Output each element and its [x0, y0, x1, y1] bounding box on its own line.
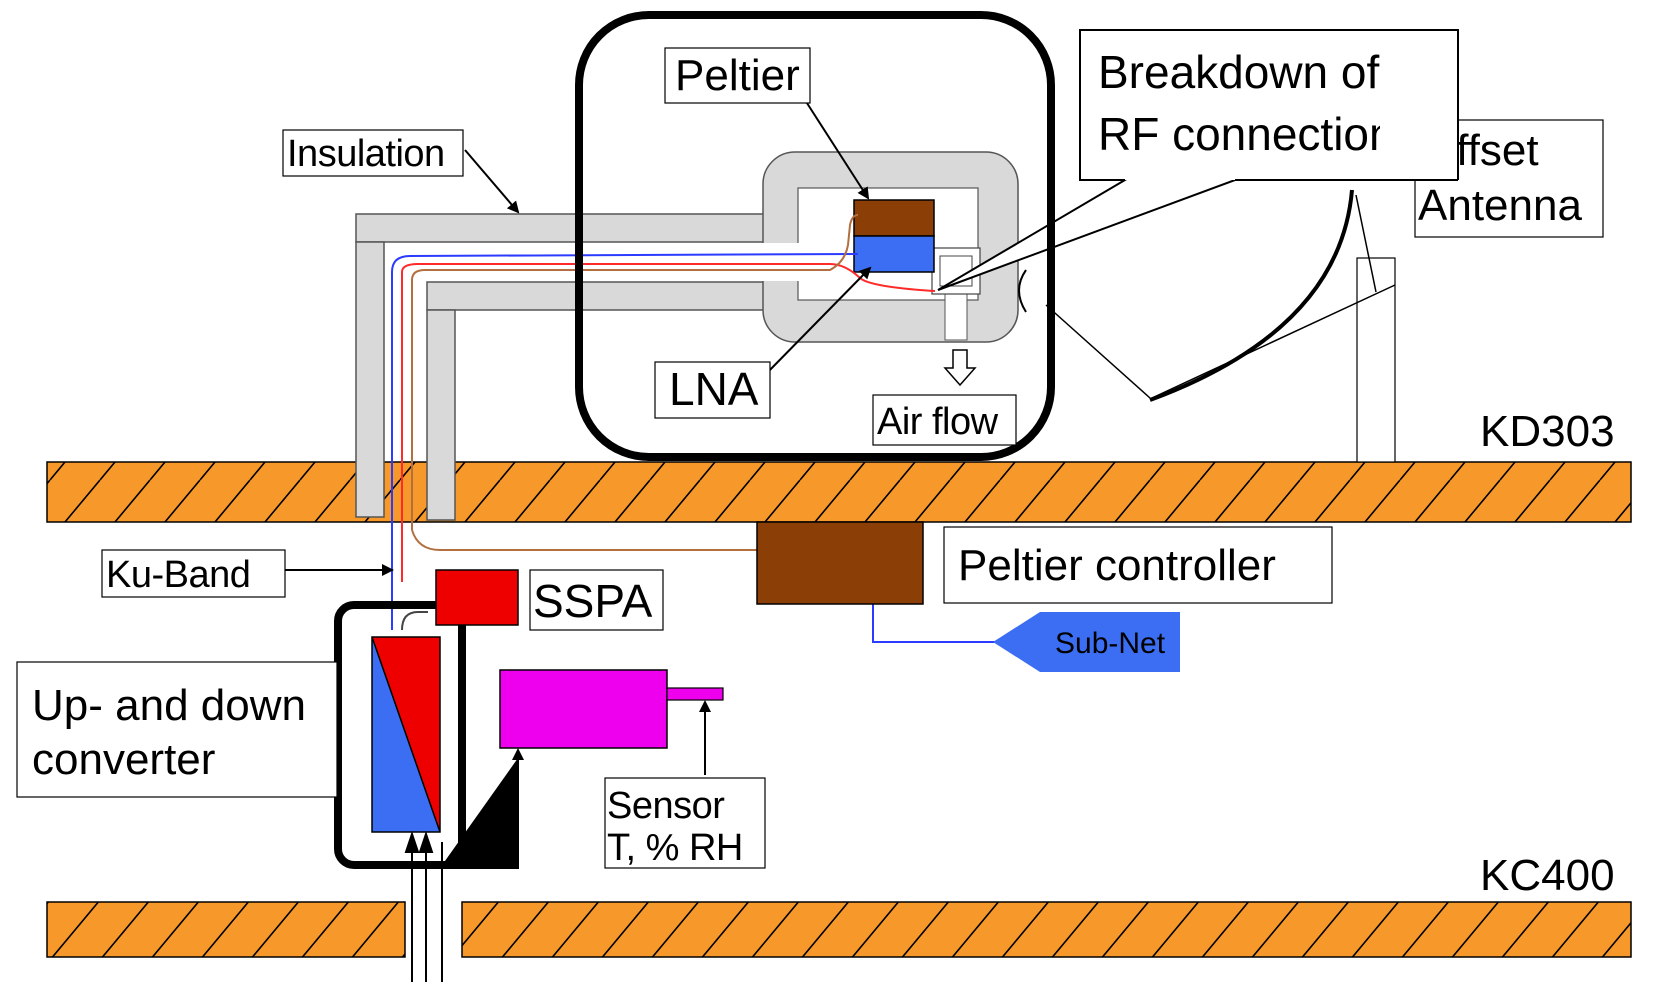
ku-band-label-box	[101, 549, 286, 598]
sspa-block	[435, 569, 519, 626]
air-flow-label: Air flow	[877, 401, 999, 443]
sensor-label-box	[604, 777, 766, 869]
sspa-label: SSPA	[533, 575, 653, 627]
sensor-block	[499, 669, 668, 749]
sspa-label-box	[529, 569, 664, 631]
offset-antenna	[1045, 189, 1396, 463]
sub-net-tag	[993, 612, 1180, 672]
insulation-pipe	[355, 213, 768, 521]
sensor-label-line2: T, % RH	[607, 827, 743, 869]
callout-overlap-mask	[1380, 120, 1458, 180]
ku-band-label: Ku-Band	[106, 554, 250, 596]
converter-label-line2: converter	[32, 735, 215, 784]
lna-label-box	[654, 361, 771, 419]
leader-arrows	[283, 99, 872, 868]
converter-label-box	[16, 661, 338, 798]
breakdown-label-line2: RF connection	[1098, 108, 1395, 160]
peltier-cold-side	[853, 235, 935, 273]
lna-highlight-frame	[575, 11, 1055, 461]
floor-kc400	[46, 901, 1632, 958]
kc400-label: KC400	[1480, 851, 1615, 900]
peltier-controller-label: Peltier controller	[958, 541, 1276, 590]
sub-net-label: Sub-Net	[1055, 627, 1166, 660]
peltier-controller-label-box	[943, 526, 1333, 604]
kd303-label: KD303	[1480, 407, 1615, 456]
air-flow-arrow	[943, 349, 977, 387]
air-flow-label-box	[872, 394, 1017, 446]
peltier-label: Peltier	[675, 51, 800, 100]
insulation-label: Insulation	[287, 133, 445, 175]
sensor-label-line1: Sensor	[607, 785, 725, 827]
converter-highlight-frame	[334, 601, 466, 869]
lna-label: LNA	[669, 363, 759, 415]
peltier-controller-block	[756, 521, 924, 605]
floor-kd303	[46, 461, 1632, 523]
converter-label-line1: Up- and down	[32, 681, 306, 730]
wires	[391, 214, 1000, 643]
breakdown-label-line1: Breakdown of	[1098, 46, 1379, 98]
insulation-label-box	[282, 129, 464, 177]
antenna-label-line2: Antenna	[1418, 181, 1582, 230]
sensor-probe	[666, 687, 724, 701]
peltier-label-box	[664, 47, 811, 104]
peltier-hot-side	[853, 199, 935, 237]
up-down-converter-block	[371, 636, 441, 833]
